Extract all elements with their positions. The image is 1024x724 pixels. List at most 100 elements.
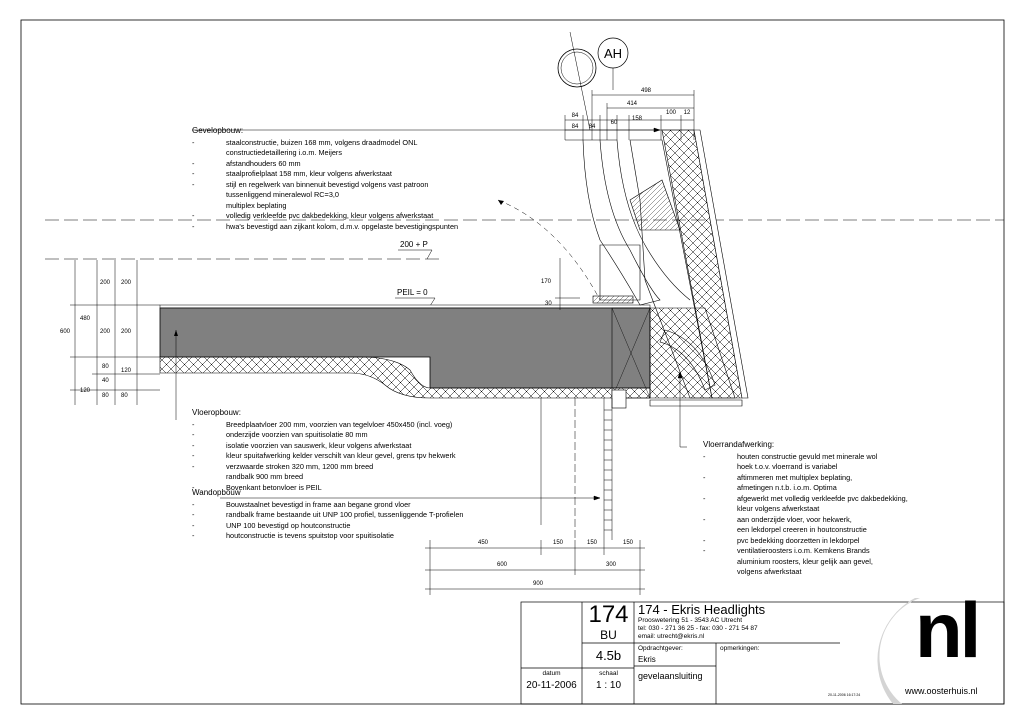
client-name: Ekris [638, 655, 656, 664]
sheet-number: 4.5b [595, 648, 622, 663]
note-bullet: - [192, 137, 195, 147]
note-text: ventilatieroosters i.o.m. Kemkens Brands [737, 546, 870, 555]
floor-tile-layer [159, 304, 651, 309]
datum-value: 20-11-2006 [526, 680, 577, 691]
note-text: volgens afwerkstaat [737, 567, 802, 576]
dim-left-200b: 200 [121, 280, 132, 286]
note-bullet [192, 201, 226, 212]
dimensions-left: 600 480 200 200 200 200 120 80 40 80 80 … [60, 260, 160, 405]
note-bullet: - [703, 472, 706, 482]
dim-top-2: 414 [627, 101, 638, 107]
note-text: hwa's bevestigd aan zijkant kolom, d.m.v… [226, 221, 459, 231]
note-text: afgewerkt met volledig verkleefde pvc da… [737, 493, 908, 503]
project-phone: tel: 030 - 271 36 25 - fax: 030 - 271 54… [638, 625, 758, 632]
dim-mid-30: 30 [545, 301, 552, 307]
note-text: houten constructie gevuld met minerale w… [737, 451, 878, 461]
note-bullet [192, 148, 226, 159]
note-text: Bouwstaalnet bevestigd in frame aan bega… [226, 499, 411, 509]
note-vloer-item: randbalk 900 mm breed [192, 472, 512, 483]
title-block-frame [520, 601, 1005, 705]
drawing-code: BU [600, 628, 617, 642]
level-peil-label: PEIL = 0 [397, 288, 428, 297]
note-bullet: - [192, 499, 195, 509]
note-rand-item: hoek t.o.v. vloerrand is variabel [703, 462, 943, 473]
note-bullet: - [192, 461, 195, 471]
remarks-label: opmerkingen: [720, 645, 760, 652]
dim-bottom-150c: 150 [623, 540, 634, 546]
note-gevel-item: -staalprofielplaat 158 mm, kleur volgens… [192, 169, 512, 180]
notes-wand: Wandopbouw - Bouwstaalnet bevestigd in fr… [192, 488, 512, 542]
note-rand-item: -pvc bedekking doorzetten in lekdorpel [703, 536, 943, 547]
note-text: tussenliggend mineralewol RC=3,0 [226, 190, 339, 199]
note-bullet: - [192, 419, 195, 429]
note-bullet [703, 462, 737, 473]
notes-gevel: Gevelopbouw: -staalconstructie, buizen 1… [192, 126, 512, 232]
note-bullet: - [192, 531, 195, 540]
sheet-border [20, 19, 1005, 705]
level-markers: 200 + P PEIL = 0 [395, 240, 436, 307]
logo-ring [877, 598, 920, 704]
dim-top-4: 84 [572, 124, 579, 130]
dim-left-200a: 200 [100, 280, 111, 286]
dim-bottom-150a: 150 [553, 540, 564, 546]
note-bullet [703, 483, 737, 494]
facade-section [565, 129, 749, 409]
note-bullet: - [192, 179, 195, 189]
note-vloer-item: -Breedplaatvloer 200 mm, voorzien van te… [192, 420, 512, 431]
dim-top-1: 498 [641, 88, 652, 94]
dim-bottom-450: 450 [478, 540, 489, 546]
note-gevel-item: multiplex beplating [192, 201, 512, 212]
dim-top-9: 12 [684, 110, 691, 116]
note-text: kleur volgens afwerkstaat [737, 504, 820, 513]
note-text: stijl en regelwerk van binnenuit bevesti… [226, 179, 429, 189]
note-bullet [703, 525, 737, 536]
note-rand-item: -houten constructie gevuld met minerale … [703, 452, 943, 463]
note-text: aftimmeren met multiplex beplating, [737, 472, 853, 482]
dim-left-120b: 120 [80, 388, 91, 394]
note-bullet: - [192, 510, 195, 519]
facade-bracket [629, 179, 681, 231]
note-rand-item: kleur volgens afwerkstaat [703, 504, 943, 515]
note-bullet [192, 190, 226, 201]
note-bullet: - [192, 169, 195, 178]
note-text: aan onderzijde vloer, voor hekwerk, [737, 514, 852, 524]
note-bullet: - [192, 520, 195, 530]
dimensions-mid: 170 30 [541, 258, 580, 310]
note-text: Bovenkant betonvloer is PEIL [226, 482, 322, 492]
note-text: onderzijde voorzien van spuitisolatie 80… [226, 430, 368, 439]
level-lines [45, 219, 1004, 260]
note-bullet: - [703, 514, 706, 524]
note-vloer-item: -Bovenkant betonvloer is PEIL [192, 483, 512, 494]
notes-wand-title: Wandopbouw [192, 488, 241, 497]
datum-label: datum [542, 670, 561, 677]
schaal-label: schaal [599, 670, 618, 677]
client-label: Opdrachtgever: [638, 645, 683, 652]
project-title: 174 - Ekris Headlights [638, 602, 766, 617]
note-text: volledig verkleefde pvc dakbedekking, kl… [226, 211, 434, 220]
note-bullet: - [192, 158, 195, 168]
notes-rand-title: Vloerrandafwerking: [703, 440, 775, 449]
note-vloer-item: -kleur spuitafwerking kelder verschilt v… [192, 451, 512, 462]
note-rand-item: - aan onderzijde vloer, voor hekwerk, [703, 515, 943, 526]
project-email: email: utrecht@ekris.nl [638, 633, 705, 640]
dim-left-120a: 120 [121, 368, 132, 374]
note-wand-item: - Bouwstaalnet bevestigd in frame aan beg… [192, 500, 512, 511]
note-bullet: - [703, 493, 706, 503]
subject: gevelaansluiting [638, 671, 703, 681]
note-text: pvc bedekking doorzetten in lekdorpel [737, 535, 860, 545]
note-text: een lekdorpel creeren in houtconstructie [737, 525, 867, 534]
dim-mid-170: 170 [541, 279, 552, 285]
dim-left-80c: 80 [121, 393, 128, 399]
note-text: afstandhouders 60 mm [226, 158, 301, 168]
dim-bottom-150b: 150 [587, 540, 598, 546]
note-text: randbalk frame bestaande uit UNP 100 pro… [226, 510, 464, 519]
note-text: afmetingen n.t.b. i.o.m. Optima [737, 483, 837, 492]
note-vloer-item: -verzwaarde stroken 320 mm, 1200 mm bree… [192, 462, 512, 473]
dimensions-bottom: 450 150 150 150 600 300 900 [425, 540, 645, 595]
notes-rand: Vloerrandafwerking: -houten constructie … [703, 440, 943, 578]
note-bullet: - [192, 211, 195, 220]
dim-left-200d: 200 [121, 329, 132, 335]
dim-bottom-300: 300 [606, 562, 617, 568]
note-bullet: - [192, 451, 195, 460]
